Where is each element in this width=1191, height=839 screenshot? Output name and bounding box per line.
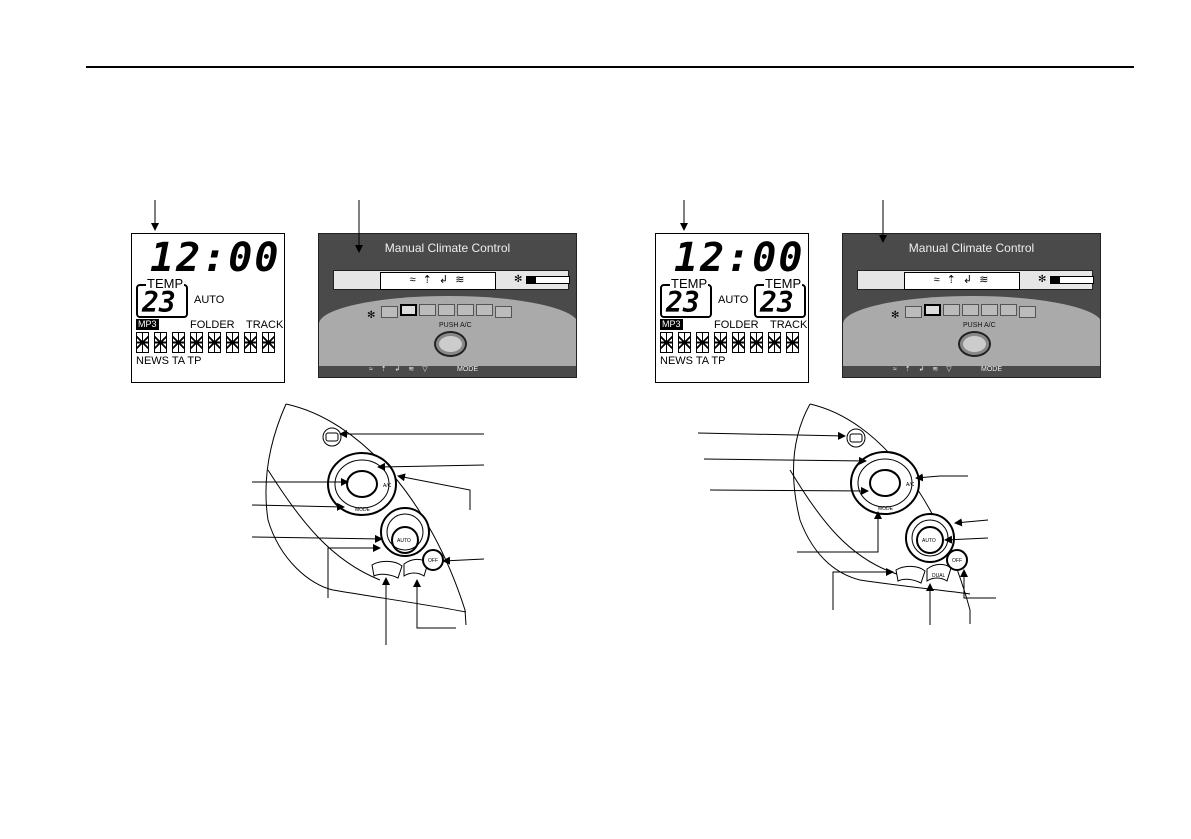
left-climate-panel: Manual Climate Control ≈ ⇡ ↲ ≋ ✻ ✻ PUSH … bbox=[318, 233, 577, 378]
icon-bar: ≈ ⇡ ↲ ≋ ✻ bbox=[333, 270, 570, 290]
news-ta-tp-label: NEWS TA TP bbox=[136, 355, 202, 367]
header-rule bbox=[86, 66, 1134, 68]
mode-label: MODE bbox=[355, 507, 371, 513]
push-ac-label: PUSH A/C bbox=[439, 322, 472, 329]
left-control-unit bbox=[265, 403, 467, 626]
left-audio-display: 12:00 TEMP 23 AUTO MP3 FOLDER TRACK NEWS… bbox=[131, 233, 285, 383]
mode-label: MODE bbox=[457, 366, 478, 373]
right-climate-panel: Manual Climate Control ≈ ⇡ ↲ ≋ ✻ ✻ PUSH … bbox=[842, 233, 1101, 378]
airflow-mode-icons: ≈ ⇡ ↲ ≋ bbox=[904, 272, 1020, 290]
folder-label: FOLDER bbox=[190, 319, 235, 331]
mode-label: MODE bbox=[878, 506, 894, 512]
temp-value-right: 23 bbox=[760, 286, 794, 319]
icon-bar: ≈ ⇡ ↲ ≋ ✻ bbox=[857, 270, 1094, 290]
right-control-unit bbox=[789, 403, 971, 624]
off-label: OFF bbox=[428, 558, 438, 564]
auto-label: AUTO bbox=[194, 294, 225, 306]
dual-label: DUAL bbox=[932, 573, 946, 579]
ac-label: A/C bbox=[906, 482, 915, 488]
airflow-mode-icons: ≈ ⇡ ↲ ≋ bbox=[380, 272, 496, 290]
push-ac-label: PUSH A/C bbox=[963, 322, 996, 329]
ac-knob[interactable] bbox=[434, 331, 467, 357]
auto-label: AUTO bbox=[718, 294, 749, 306]
panel-title: Manual Climate Control bbox=[384, 241, 511, 255]
panel-title: Manual Climate Control bbox=[908, 241, 1035, 255]
track-label: TRACK bbox=[770, 319, 808, 331]
segment-row bbox=[136, 332, 282, 353]
mode-icons-label: ≈ ⇡ ↲ ≋ ▽ bbox=[369, 366, 431, 373]
fan-speed-bar bbox=[526, 276, 570, 284]
off-label: OFF bbox=[952, 558, 962, 564]
clock-readout: 12:00 bbox=[150, 235, 281, 281]
track-label: TRACK bbox=[246, 319, 284, 331]
auto-label: AUTO bbox=[922, 538, 936, 544]
fan-icon: ✻ bbox=[514, 274, 523, 285]
mp3-label: MP3 bbox=[660, 319, 683, 330]
segment-row bbox=[660, 332, 806, 353]
fan-icon: ✻ bbox=[1038, 274, 1047, 285]
ac-label: A/C bbox=[383, 483, 392, 489]
right-audio-display: 12:00 TEMP 23 AUTO TEMP 23 MP3 FOLDER TR… bbox=[655, 233, 809, 383]
temp-label-left: TEMP bbox=[670, 276, 709, 291]
folder-label: FOLDER bbox=[714, 319, 759, 331]
temp-value: 23 bbox=[142, 286, 176, 319]
auto-label: AUTO bbox=[397, 538, 411, 544]
news-ta-tp-label: NEWS TA TP bbox=[660, 355, 726, 367]
temp-value-left: 23 bbox=[666, 286, 700, 319]
fan-icon: ✻ bbox=[367, 310, 376, 321]
mode-icons-label: ≈ ⇡ ↲ ≋ ▽ bbox=[893, 366, 955, 373]
temp-label-right: TEMP bbox=[764, 276, 803, 291]
mode-label: MODE bbox=[981, 366, 1002, 373]
mp3-label: MP3 bbox=[136, 319, 159, 330]
fan-speed-bar bbox=[1050, 276, 1094, 284]
fan-icon: ✻ bbox=[891, 310, 900, 321]
temp-label: TEMP bbox=[146, 276, 185, 291]
clock-readout: 12:00 bbox=[674, 235, 805, 281]
ac-knob[interactable] bbox=[958, 331, 991, 357]
